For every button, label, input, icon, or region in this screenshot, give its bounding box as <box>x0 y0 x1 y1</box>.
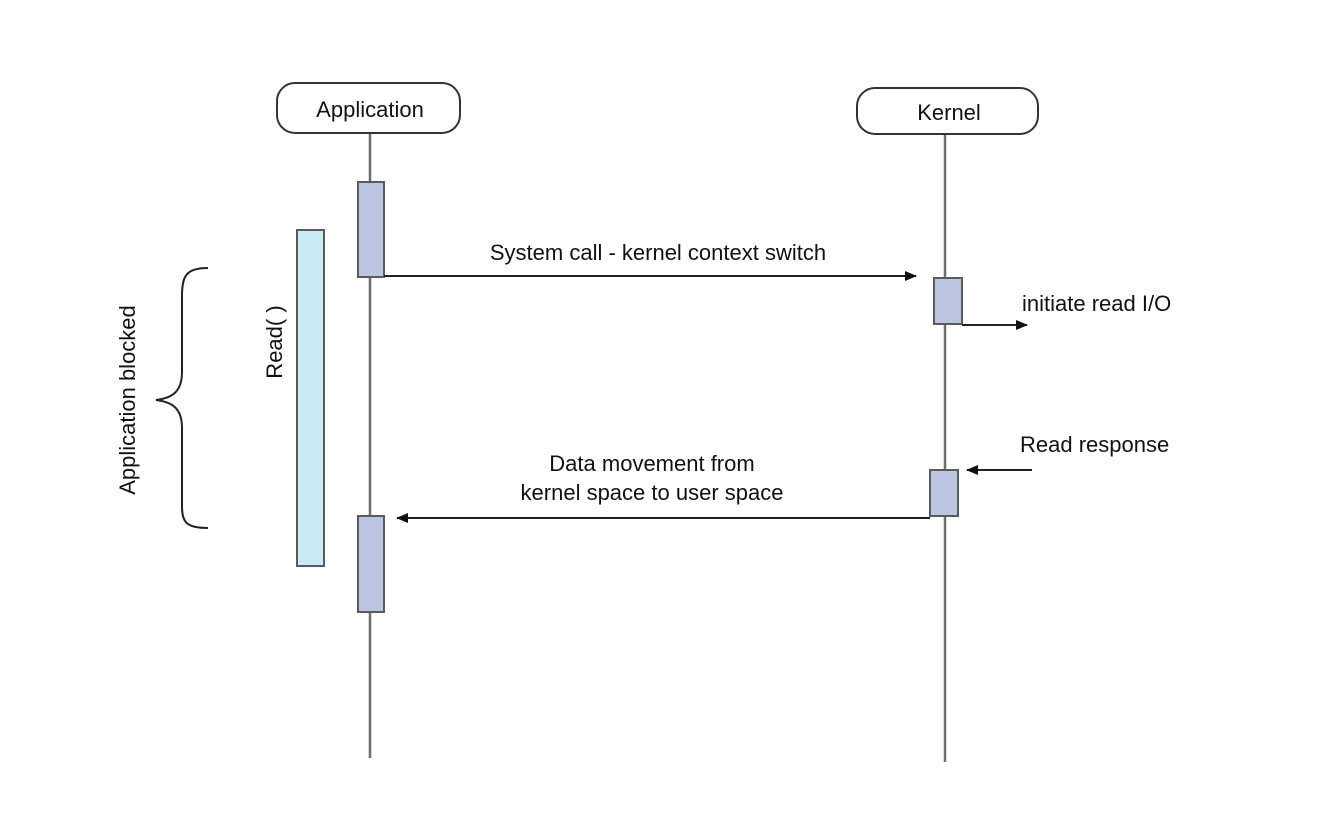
kernel-participant-label: Kernel <box>917 100 981 125</box>
read-call-label: Read( ) <box>262 305 287 378</box>
read-call-bar <box>296 229 325 567</box>
application-activation-2 <box>357 515 385 613</box>
kernel-activation-1 <box>933 277 963 325</box>
application-participant-box <box>276 82 461 134</box>
kernel-participant-box <box>856 87 1039 135</box>
application-blocked-label: Application blocked <box>115 305 140 495</box>
kernel-participant: Kernel <box>856 87 1039 135</box>
data-movement-label-line1: Data movement from <box>549 451 754 476</box>
application-activation-1 <box>357 181 385 278</box>
system-call-label: System call - kernel context switch <box>490 240 826 265</box>
application-blocked-brace <box>155 267 209 529</box>
application-participant: Application <box>276 82 461 134</box>
application-participant-label: Application <box>316 97 424 122</box>
read-response-label: Read response <box>1020 432 1169 457</box>
initiate-read-label: initiate read I/O <box>1022 291 1171 316</box>
data-movement-label-line2: kernel space to user space <box>521 480 784 505</box>
kernel-activation-2 <box>929 469 959 517</box>
